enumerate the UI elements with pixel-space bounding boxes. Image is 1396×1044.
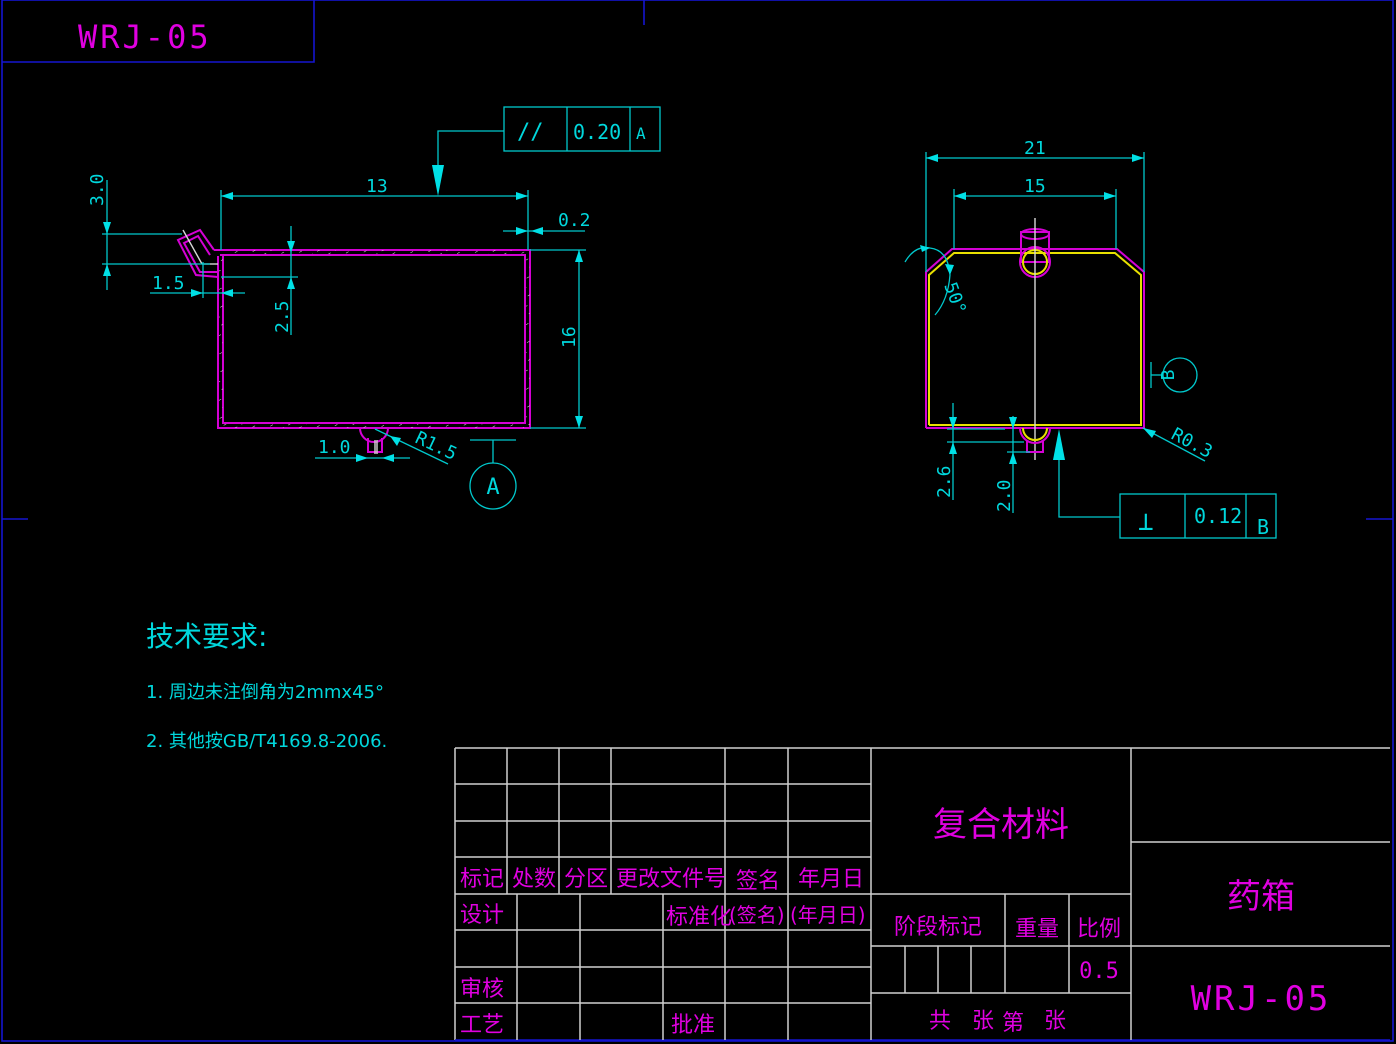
- datum-b-marker: B: [1150, 357, 1198, 393]
- dim-label-3-0: 3.0: [87, 173, 108, 206]
- sheet-unit-1: 张: [972, 1009, 994, 1034]
- dim-label-1-0: 1.0: [318, 437, 351, 458]
- approve-label: 批准: [671, 1013, 715, 1038]
- standardize-label: 标准化: [666, 905, 732, 930]
- review-label: 审核: [460, 977, 504, 1002]
- perpendicularity-symbol: ⊥: [1138, 507, 1154, 537]
- process-label: 工艺: [460, 1013, 504, 1038]
- notes-item-1: 1. 周边未注倒角为2mmx45°: [146, 682, 384, 703]
- dim-label-2-5: 2.5: [272, 300, 293, 333]
- datum-a-marker: A: [469, 439, 517, 510]
- dim-depth-2-0: 2.0: [994, 416, 1030, 513]
- sheet-no-label: 第: [1002, 1011, 1024, 1036]
- dim-label-1-5: 1.5: [152, 273, 185, 294]
- front-view-outline: [176, 228, 531, 454]
- drawing-number: WRJ-05: [1191, 979, 1332, 1019]
- front-view: 13 // 0.20 A 0.2 16: [87, 106, 661, 510]
- dim-label-r0-3: R0.3: [1168, 424, 1216, 463]
- tolerance-leader-arrow: [432, 165, 444, 196]
- corner-code-box: [2, 0, 315, 63]
- dim-label-13: 13: [366, 176, 388, 197]
- dim-label-2-0: 2.0: [994, 479, 1015, 512]
- dim-flange-2-5: 2.5: [221, 226, 298, 335]
- dim-depth-2-6: 2.6: [934, 403, 1024, 500]
- parallelism-symbol: //: [517, 120, 544, 145]
- dim-height-16: 16: [530, 249, 586, 429]
- dim-gap-0-2: 0.2: [503, 210, 591, 235]
- parallelism-tolerance-frame: // 0.20 A: [432, 106, 661, 196]
- dim-label-15: 15: [1024, 176, 1046, 197]
- sheet-total-label: 共: [929, 1009, 951, 1034]
- dim-lip-3-0: 3.0: [87, 173, 210, 290]
- parallelism-datum: A: [636, 124, 646, 143]
- header-date: 年月日: [798, 867, 864, 892]
- header-zone: 分区: [564, 867, 608, 892]
- scale-value: 0.5: [1079, 959, 1119, 984]
- dim-offset-1-5: 1.5: [150, 262, 245, 298]
- stage-mark-label: 阶段标记: [894, 915, 982, 940]
- dim-slot-1-0: 1.0: [315, 437, 410, 462]
- dim-width-13: 13: [220, 176, 529, 250]
- notes-title: 技术要求:: [146, 620, 267, 653]
- side-view-outline: [925, 218, 1145, 460]
- datum-a-label: A: [486, 475, 499, 500]
- dim-label-50-deg: 50°: [939, 280, 970, 318]
- side-view: 21 15 50° B R0.3: [904, 138, 1277, 539]
- corner-drawing-code: WRJ-05: [78, 18, 212, 56]
- title-block: 标记 处数 分区 更改文件号 签名 年月日 设计 标准化 (签名) (年月日) …: [454, 747, 1390, 1041]
- dim-label-16: 16: [559, 326, 580, 348]
- dim-label-21: 21: [1024, 138, 1046, 159]
- perpendicularity-datum: B: [1257, 515, 1269, 539]
- date-label: (年月日): [790, 903, 866, 927]
- weight-label: 重量: [1015, 917, 1059, 942]
- dim-radius-r0-3: R0.3: [1142, 424, 1216, 463]
- sheet-unit-2: 张: [1044, 1009, 1066, 1034]
- header-count: 处数: [512, 867, 556, 892]
- design-label: 设计: [460, 903, 504, 928]
- header-change-doc: 更改文件号: [616, 867, 726, 892]
- notes-item-2: 2. 其他按GB/T4169.8-2006.: [146, 731, 387, 752]
- header-signature: 签名: [736, 869, 780, 894]
- dim-angle-50: 50°: [904, 245, 970, 318]
- dim-label-0-2: 0.2: [558, 210, 591, 231]
- perpendicularity-tolerance-frame: ⊥ 0.12 B: [1053, 429, 1277, 539]
- part-name: 药箱: [1227, 877, 1295, 917]
- material-label: 复合材料: [933, 805, 1069, 845]
- dim-label-r1-5: R1.5: [412, 427, 460, 464]
- header-mark: 标记: [460, 867, 504, 892]
- sign-label: (签名): [729, 903, 785, 927]
- dim-width-21: 21: [925, 138, 1145, 272]
- dim-label-2-6: 2.6: [934, 465, 955, 498]
- parallelism-value: 0.20: [573, 120, 621, 144]
- perpendicularity-leader-arrow: [1053, 429, 1065, 460]
- dim-width-15: 15: [953, 176, 1117, 249]
- scale-label: 比例: [1077, 917, 1121, 942]
- technical-requirements: 技术要求: 1. 周边未注倒角为2mmx45° 2. 其他按GB/T4169.8…: [146, 620, 387, 752]
- datum-b-label: B: [1158, 370, 1179, 381]
- perpendicularity-value: 0.12: [1194, 504, 1242, 528]
